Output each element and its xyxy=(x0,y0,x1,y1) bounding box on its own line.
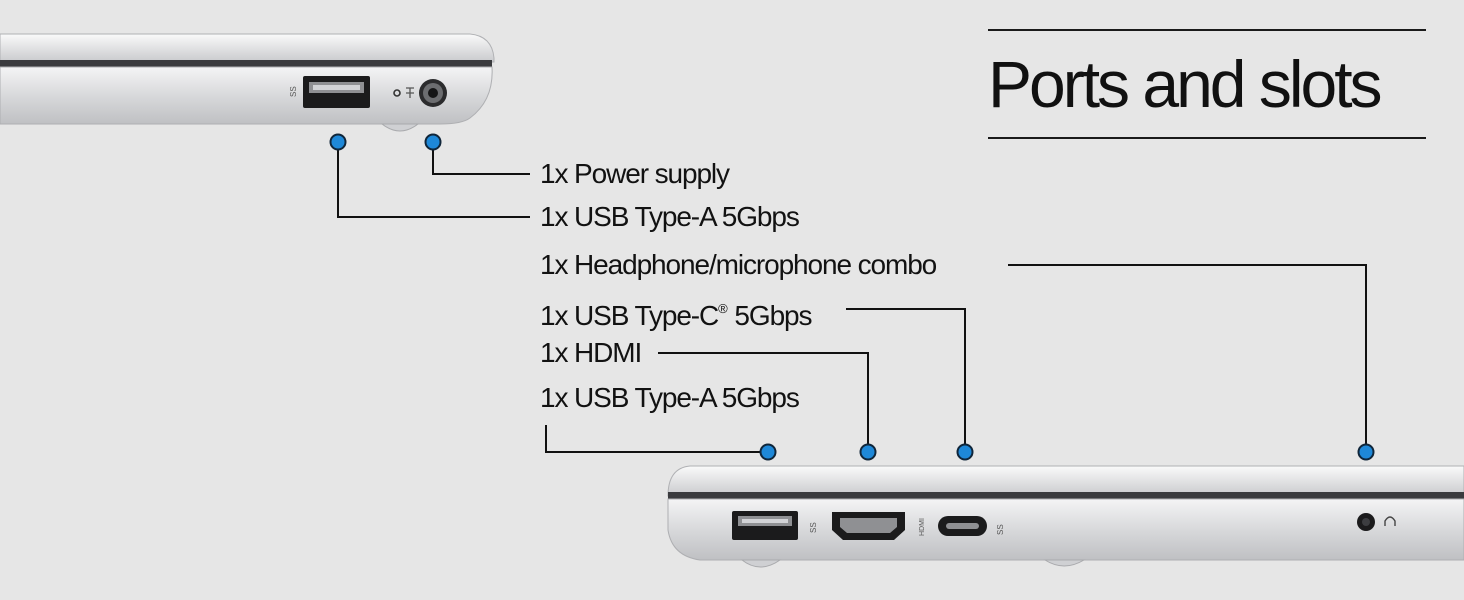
callout-dot-usb-a-right xyxy=(759,443,777,461)
connector-usb-a-right xyxy=(545,425,768,453)
connector-headphone xyxy=(1008,264,1367,451)
callout-dot-headphone xyxy=(1357,443,1375,461)
callout-dot-usb-a-left xyxy=(329,133,347,151)
title-rule-top xyxy=(988,29,1426,31)
port-label-headphone-combo: 1x Headphone/microphone combo xyxy=(540,249,937,280)
hdmi-port: HDMI xyxy=(832,512,926,540)
port-label-power-supply: 1x Power supply xyxy=(540,158,730,189)
usb-a-port-right: SS xyxy=(732,511,818,540)
connector-power-supply xyxy=(432,142,530,175)
title-rule-bottom xyxy=(988,137,1426,139)
power-jack xyxy=(393,79,447,107)
port-label-usb-c: 1x USB Type-C® 5Gbps xyxy=(540,293,813,332)
port-label-usb-a-left: 1x USB Type-A 5Gbps xyxy=(540,201,800,232)
callout-dots xyxy=(329,133,1375,461)
usb-a-port-left: SS xyxy=(289,76,370,108)
headphone-jack xyxy=(1357,513,1396,531)
callout-dot-power xyxy=(424,133,442,151)
connector-hdmi xyxy=(658,352,869,451)
connector-usb-a-left xyxy=(337,142,530,218)
page-title: Ports and slots xyxy=(988,47,1383,121)
usb-ss-logo-right: SS xyxy=(809,522,818,533)
title-block: Ports and slots xyxy=(988,29,1426,139)
port-label-usb-c-speed: 5Gbps xyxy=(727,300,812,331)
callout-dot-usb-c xyxy=(956,443,974,461)
port-label-usb-c-text: 1x USB Type-C xyxy=(540,300,719,331)
headphone-icon xyxy=(1384,516,1396,526)
left-laptop-side xyxy=(0,33,495,132)
callout-dot-hdmi xyxy=(859,443,877,461)
usb-ss-logo-left: SS xyxy=(289,86,298,97)
hdmi-logo: HDMI xyxy=(919,518,926,536)
usb-c-port: SS xyxy=(938,516,1005,536)
port-label-usb-a-right: 1x USB Type-A 5Gbps xyxy=(540,382,800,413)
registered-mark: ® xyxy=(718,301,728,316)
port-label-hdmi: 1x HDMI xyxy=(540,337,642,368)
usb-ss-logo-c: SS xyxy=(996,524,1005,535)
connector-usb-c xyxy=(846,308,966,451)
callout-lines xyxy=(337,142,1367,453)
